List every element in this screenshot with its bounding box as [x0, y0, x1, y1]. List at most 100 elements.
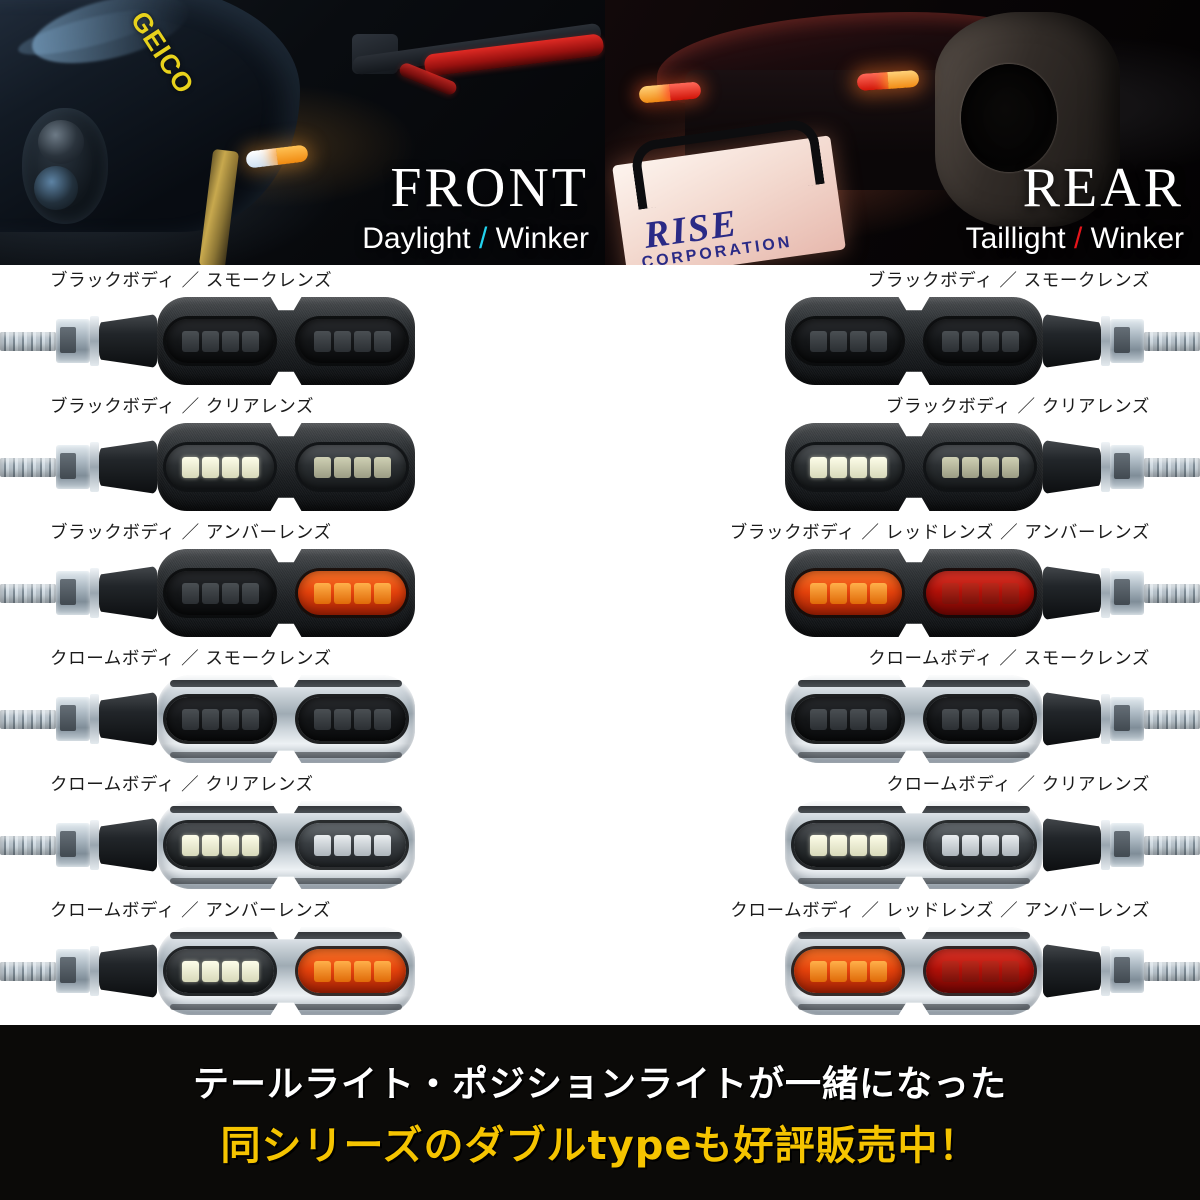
- unit-inner: [785, 673, 1200, 765]
- led-chip: [849, 582, 867, 604]
- variant-label: ブラックボディ ／ レッドレンズ ／ アンバーレンズ: [729, 523, 1150, 543]
- lens-right: [298, 697, 406, 741]
- led-chip: [241, 708, 259, 730]
- hex-nut: [56, 949, 90, 993]
- lamp-housing-chrome: [157, 927, 415, 1015]
- unit-inner: [0, 547, 415, 639]
- led-chip: [1001, 330, 1019, 352]
- led-chip: [333, 834, 351, 856]
- turn-signal-unit: [0, 421, 600, 513]
- threaded-bolt: [1144, 835, 1200, 855]
- led-chip: [829, 960, 847, 982]
- mounting-stem: [1043, 673, 1200, 765]
- washer: [1101, 316, 1110, 366]
- rear-photo-panel: RISE CORPORATION REAR Taillight / Winker: [605, 0, 1200, 265]
- turn-signal-unit: [0, 547, 600, 639]
- lamp-housing-black: [157, 297, 415, 385]
- led-chip: [1001, 582, 1019, 604]
- lens-left: [794, 319, 902, 363]
- lens-left: [794, 571, 902, 615]
- led-chip: [221, 834, 239, 856]
- led-chip: [353, 330, 371, 352]
- washer: [90, 946, 99, 996]
- led-chip: [353, 456, 371, 478]
- washer: [90, 820, 99, 870]
- washer: [1101, 568, 1110, 618]
- threaded-bolt: [1144, 961, 1200, 981]
- led-chip: [181, 708, 199, 730]
- mounting-stem: [0, 547, 157, 639]
- washer: [90, 568, 99, 618]
- rubber-boot: [99, 566, 157, 620]
- rear-winker-lit-right: [887, 69, 920, 89]
- threaded-bolt: [0, 961, 56, 981]
- led-array: [181, 582, 259, 604]
- variant-label: クロームボディ ／ クリアレンズ: [50, 775, 314, 795]
- threaded-bolt: [0, 835, 56, 855]
- led-chip: [941, 708, 959, 730]
- lens-left: [166, 571, 274, 615]
- led-chip: [981, 582, 999, 604]
- lamp-housing-black: [785, 423, 1043, 511]
- led-chip: [313, 708, 331, 730]
- variant-row: ブラックボディ ／ クリアレンズ: [0, 391, 600, 515]
- lamp-housing-chrome: [785, 675, 1043, 763]
- washer: [1101, 442, 1110, 492]
- lamp-assembly: [157, 423, 415, 511]
- lamp-assembly: [785, 549, 1043, 637]
- led-chip: [201, 582, 219, 604]
- led-array: [181, 834, 259, 856]
- rubber-boot: [1043, 944, 1101, 998]
- led-chip: [313, 960, 331, 982]
- unit-inner: [0, 421, 415, 513]
- led-array: [313, 582, 391, 604]
- led-array: [313, 960, 391, 982]
- led-chip: [829, 456, 847, 478]
- hex-nut: [56, 697, 90, 741]
- led-chip: [941, 582, 959, 604]
- lens-right: [926, 445, 1034, 489]
- led-chip: [313, 582, 331, 604]
- threaded-bolt: [1144, 583, 1200, 603]
- lamp-housing-black: [785, 549, 1043, 637]
- led-array: [809, 330, 887, 352]
- led-array: [809, 834, 887, 856]
- unit-inner: [0, 799, 415, 891]
- variant-row: ブラックボディ ／ スモークレンズ: [600, 265, 1200, 389]
- lens-left: [166, 949, 274, 993]
- led-chip: [869, 834, 887, 856]
- mounting-stem: [1043, 925, 1200, 1017]
- led-array: [181, 960, 259, 982]
- variant-label: クロームボディ ／ スモークレンズ: [868, 649, 1150, 669]
- variant-label: ブラックボディ ／ クリアレンズ: [50, 397, 315, 417]
- led-chip: [221, 582, 239, 604]
- rubber-boot: [99, 692, 157, 746]
- led-chip: [201, 330, 219, 352]
- led-array: [313, 456, 391, 478]
- headlamp: [22, 108, 108, 224]
- led-chip: [333, 330, 351, 352]
- led-array: [181, 708, 259, 730]
- led-chip: [373, 960, 391, 982]
- rubber-boot: [99, 440, 157, 494]
- hex-nut: [56, 823, 90, 867]
- led-chip: [981, 456, 999, 478]
- rubber-boot: [1043, 566, 1101, 620]
- led-chip: [981, 330, 999, 352]
- led-chip: [221, 708, 239, 730]
- hex-nut: [1110, 571, 1144, 615]
- lamp-housing-chrome: [157, 675, 415, 763]
- led-chip: [809, 708, 827, 730]
- led-chip: [1001, 456, 1019, 478]
- led-chip: [353, 582, 371, 604]
- variant-label: ブラックボディ ／ クリアレンズ: [885, 397, 1150, 417]
- hex-nut: [1110, 319, 1144, 363]
- turn-signal-unit: [0, 925, 600, 1017]
- led-chip: [961, 960, 979, 982]
- rubber-boot: [1043, 314, 1101, 368]
- led-chip: [809, 834, 827, 856]
- mounting-stem: [0, 925, 157, 1017]
- led-chip: [313, 330, 331, 352]
- lens-right: [298, 949, 406, 993]
- mounting-stem: [0, 673, 157, 765]
